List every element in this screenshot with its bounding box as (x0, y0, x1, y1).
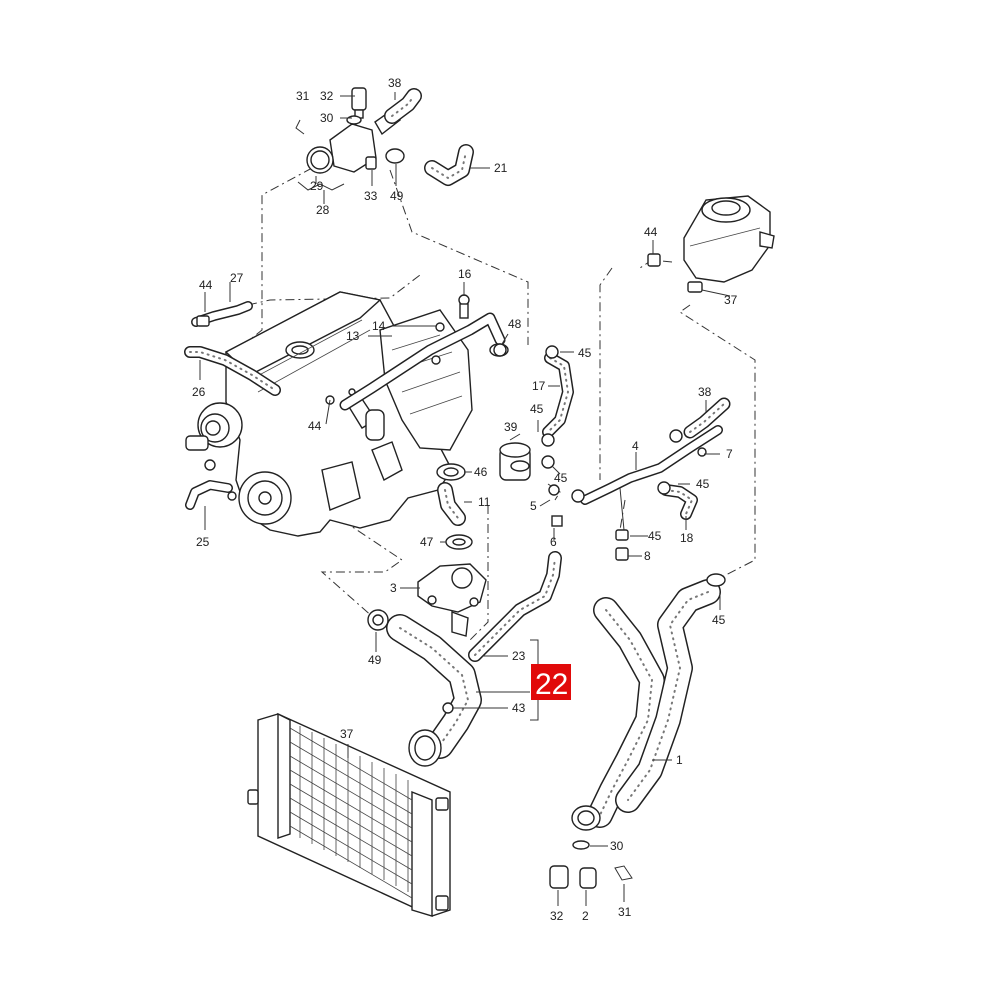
callout-8: 8 (644, 549, 651, 563)
callout-38-top: 38 (388, 76, 402, 90)
callout-30-bottom: 30 (610, 839, 624, 853)
callout-45-f: 45 (712, 613, 726, 627)
callout-5: 5 (530, 499, 537, 513)
coolant-hose-1 (549, 573, 726, 889)
callout-45-a: 45 (578, 346, 592, 360)
callout-3: 3 (390, 581, 397, 595)
radiator (247, 712, 451, 917)
callout-45-d: 45 (696, 477, 710, 491)
callout-16: 16 (458, 267, 472, 281)
hose-23 (468, 551, 562, 662)
highlight-part-22[interactable]: 22 (531, 664, 571, 701)
callout-17: 17 (532, 379, 546, 393)
callout-14: 14 (372, 319, 386, 333)
callout-29: 29 (310, 179, 324, 193)
callout-31-bottom: 31 (618, 905, 632, 919)
highlight-label: 22 (535, 668, 568, 701)
small-bypass-hoses (184, 301, 281, 510)
callout-49-top: 49 (390, 189, 404, 203)
callout-45-c: 45 (554, 471, 568, 485)
callout-33: 33 (364, 189, 378, 203)
callout-38-right: 38 (698, 385, 712, 399)
callout-2: 2 (582, 909, 589, 923)
callout-11: 11 (478, 495, 491, 509)
highlight-badge (531, 664, 571, 700)
callout-44-right: 44 (644, 225, 658, 239)
coolant-pipe-13 (339, 294, 509, 441)
callout-7: 7 (726, 447, 733, 461)
callout-47: 47 (420, 535, 434, 549)
callout-31-top: 31 (296, 89, 310, 103)
callout-26: 26 (192, 385, 206, 399)
radiator-hose-22 (367, 609, 482, 767)
thermostat-housing-assembly (306, 87, 474, 186)
callout-49-bottom: 49 (368, 653, 382, 667)
callout-27: 27 (230, 271, 244, 285)
callout-43: 43 (512, 701, 526, 715)
callout-6: 6 (550, 535, 557, 549)
callout-32-top: 32 (320, 89, 334, 103)
expansion-tank (499, 195, 775, 481)
callout-37-radiator: 37 (340, 727, 354, 741)
callout-39: 39 (504, 420, 518, 434)
callout-37-tank: 37 (724, 293, 738, 307)
callout-4: 4 (632, 439, 639, 453)
engine-block (185, 291, 473, 537)
water-pump-assembly (417, 463, 487, 637)
callout-46: 46 (474, 465, 488, 479)
callout-32-bottom: 32 (550, 909, 564, 923)
callout-21: 21 (494, 161, 508, 175)
callout-25: 25 (196, 535, 210, 549)
callout-45-b: 45 (530, 402, 544, 416)
callout-48: 48 (508, 317, 522, 331)
callout-18: 18 (680, 531, 694, 545)
return-pipe-assembly (493, 343, 731, 561)
callout-28: 28 (316, 203, 330, 217)
callout-45-e: 45 (648, 529, 662, 543)
callout-44-left: 44 (199, 278, 213, 292)
callout-44-mid: 44 (308, 419, 322, 433)
callout-1: 1 (676, 753, 683, 767)
callout-30-top: 30 (320, 111, 334, 125)
callout-23: 23 (512, 649, 526, 663)
callout-13: 13 (346, 329, 360, 343)
callout-labels: 38 32 31 30 21 29 33 49 28 16 44 27 14 1… (192, 76, 738, 923)
